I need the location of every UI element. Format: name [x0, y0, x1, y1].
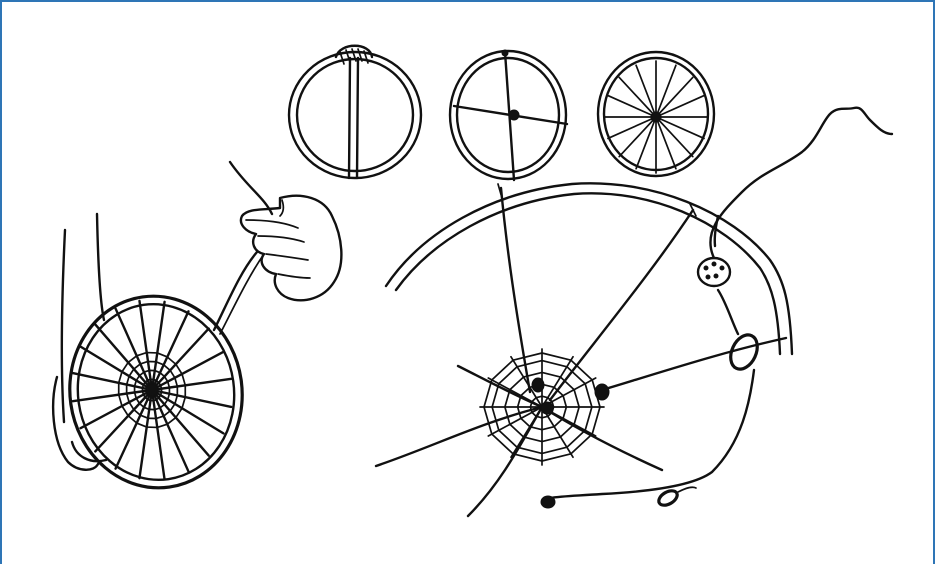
wheel-spoke: [656, 77, 693, 117]
hand-illustration: [241, 196, 341, 301]
left-dreamcatcher: [57, 285, 254, 499]
wheel-spoke: [656, 117, 693, 157]
hoop-cross-strands: [450, 50, 567, 180]
hanging-string: [214, 162, 272, 334]
wheel-spoke: [619, 77, 656, 117]
hoop-wrapped-ring: [289, 46, 421, 178]
wheel-spoke: [619, 117, 656, 157]
hanging-beads: [541, 108, 892, 509]
large-hoop-arc: [386, 183, 792, 354]
web-strands: [376, 188, 786, 516]
hoop-spoked-wheel: [598, 52, 714, 176]
spider-web: [480, 349, 609, 465]
